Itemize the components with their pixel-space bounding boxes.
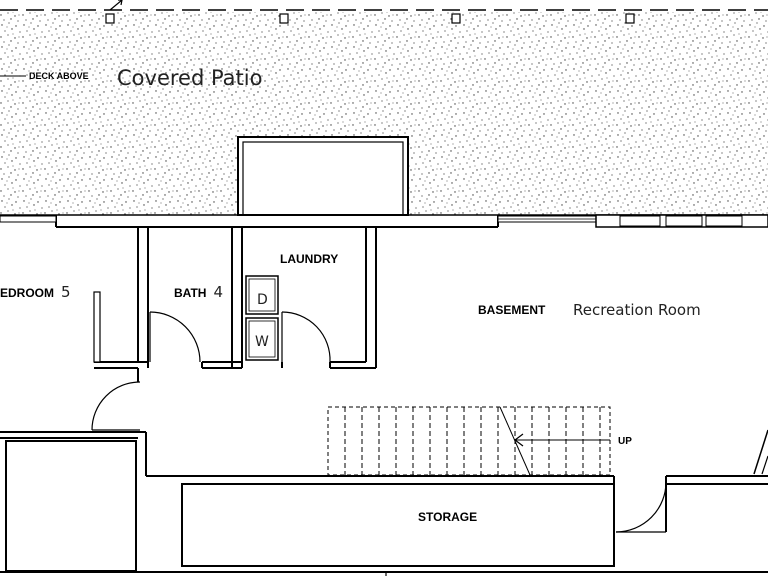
covered-patio-area [0,12,768,215]
storage-label: STORAGE [418,510,477,524]
dryer-label: D [257,292,268,308]
bath-4-walls [147,227,243,369]
recreation-room-label: Recreation Room [573,301,701,319]
covered-patio-label: Covered Patio [117,66,262,90]
hall-door [91,368,141,431]
laundry-walls [281,227,377,369]
stairs-up-label: UP [618,436,632,447]
right-wall-fragment [753,429,768,475]
deck-above-line [0,0,768,24]
bath-4-door [149,311,201,363]
bedroom-5-walls [93,227,149,369]
patio-window [497,215,597,223]
washer [245,317,279,361]
basement-label: BASEMENT [478,303,546,317]
bedroom-5-label: EDROOM 5 [0,283,71,301]
patio-sliding-door [595,214,768,228]
stairs [327,406,611,476]
bath-4-label: BATH 4 [174,283,223,301]
laundry-door [281,311,331,363]
laundry-label: LAUNDRY [280,252,338,266]
dryer [245,275,279,315]
washer-label: W [255,334,269,350]
storage-door [615,481,667,533]
lower-walls [0,431,768,576]
deck-above-label: DECK ABOVE [29,71,89,81]
